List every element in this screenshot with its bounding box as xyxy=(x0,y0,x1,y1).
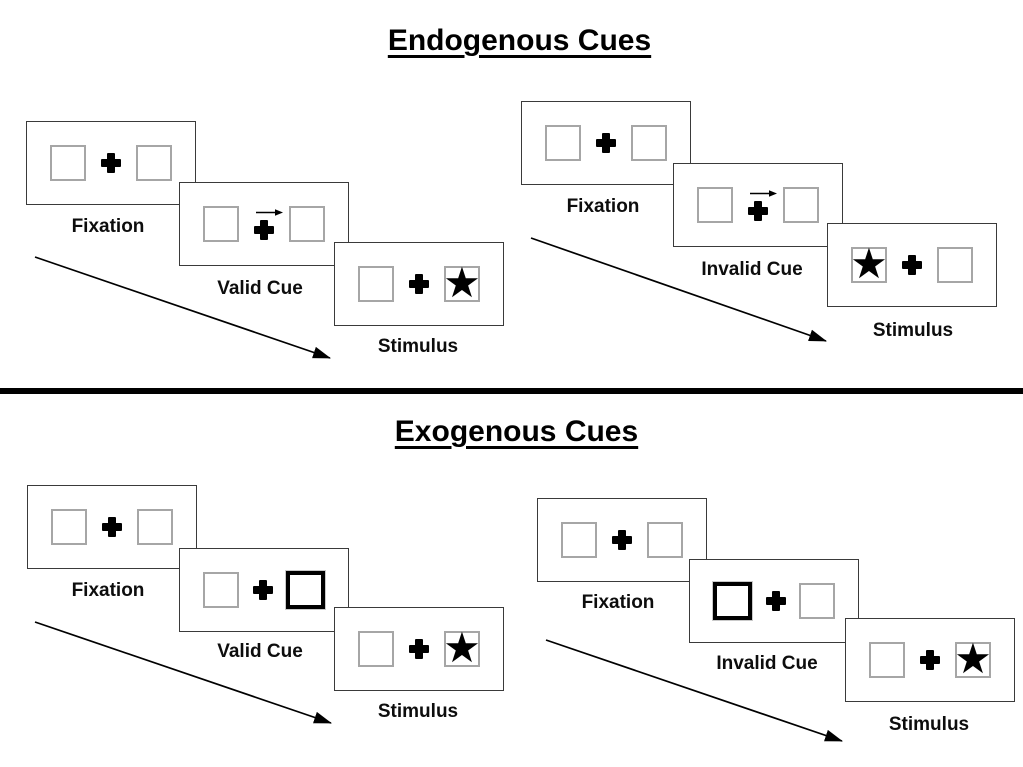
star-stimulus-icon: ★ xyxy=(954,635,992,682)
panel-label-invalid-cue: Invalid Cue xyxy=(716,653,818,674)
right-box xyxy=(799,583,835,619)
section-title-endogenous-text: Endogenous Cues xyxy=(387,24,652,57)
panel-label-valid-cue: Valid Cue xyxy=(217,278,303,299)
cue-cluster xyxy=(740,189,777,221)
panel-label-stimulus: Stimulus xyxy=(377,701,459,722)
right-box xyxy=(136,145,172,181)
left-box xyxy=(203,572,239,608)
left-box-with-star: ★ xyxy=(850,240,888,287)
fixation-panel xyxy=(521,101,691,185)
left-box xyxy=(358,631,394,667)
fixation-cross-icon xyxy=(252,580,273,600)
cue-cluster xyxy=(246,208,283,240)
panel-label-stimulus: Stimulus xyxy=(377,336,459,357)
fixation-cross-icon xyxy=(596,133,616,153)
fixation-cross-icon xyxy=(920,650,940,670)
right-box-cue-highlight xyxy=(285,570,326,610)
panel-label-invalid-cue: Invalid Cue xyxy=(701,259,803,280)
stimulus-panel: ★ xyxy=(334,607,504,691)
cue-arrow-right-icon xyxy=(749,190,777,197)
panel-label-stimulus: Stimulus xyxy=(888,714,970,735)
cue-arrow-right-icon xyxy=(255,209,283,216)
timeline-arrow-exogenous-invalid xyxy=(545,639,843,742)
fixation-cross-icon xyxy=(254,220,274,240)
panel-label-fixation: Fixation xyxy=(566,196,640,217)
fixation-panel xyxy=(27,485,197,569)
timeline-arrow-endogenous-valid xyxy=(34,256,331,359)
panel-label-valid-cue: Valid Cue xyxy=(217,641,303,662)
fixation-cross-icon xyxy=(748,201,768,221)
star-stimulus-icon: ★ xyxy=(443,624,481,671)
star-stimulus-icon: ★ xyxy=(443,259,481,306)
right-box-with-star: ★ xyxy=(954,635,992,682)
left-box xyxy=(203,206,239,242)
fixation-cross-icon xyxy=(765,591,786,611)
fixation-panel xyxy=(26,121,196,205)
section-title-exogenous-text: Exogenous Cues xyxy=(394,415,639,448)
left-box xyxy=(50,145,86,181)
panel-label-stimulus: Stimulus xyxy=(872,320,954,341)
panel-label-fixation: Fixation xyxy=(581,592,655,613)
invalid-cue-panel xyxy=(673,163,843,247)
right-box xyxy=(783,187,819,223)
right-box xyxy=(647,522,683,558)
right-box xyxy=(137,509,173,545)
timeline-arrow-exogenous-valid xyxy=(34,621,332,724)
fixation-cross-icon xyxy=(409,274,429,294)
fixation-cross-icon xyxy=(612,530,632,550)
star-stimulus-icon: ★ xyxy=(850,240,888,287)
left-box xyxy=(545,125,581,161)
panel-label-fixation: Fixation xyxy=(71,580,145,601)
left-box xyxy=(51,509,87,545)
left-box xyxy=(869,642,905,678)
section-divider xyxy=(0,388,1023,394)
right-box-with-star: ★ xyxy=(443,259,481,306)
right-box-with-star: ★ xyxy=(443,624,481,671)
fixation-cross-icon xyxy=(101,153,121,173)
stimulus-panel: ★ xyxy=(827,223,997,307)
stimulus-panel: ★ xyxy=(845,618,1015,702)
left-box xyxy=(561,522,597,558)
invalid-cue-panel xyxy=(689,559,859,643)
right-box xyxy=(937,247,973,283)
left-box xyxy=(697,187,733,223)
valid-cue-panel xyxy=(179,182,349,266)
section-title-endogenous: Endogenous Cues xyxy=(8,24,1023,58)
right-box xyxy=(289,206,325,242)
fixation-cross-icon xyxy=(409,639,429,659)
section-title-exogenous: Exogenous Cues xyxy=(5,415,1023,449)
left-box xyxy=(358,266,394,302)
stimulus-panel: ★ xyxy=(334,242,504,326)
right-box xyxy=(631,125,667,161)
fixation-cross-icon xyxy=(102,517,122,537)
timeline-arrow-endogenous-invalid xyxy=(530,237,827,342)
fixation-cross-icon xyxy=(902,255,922,275)
valid-cue-panel xyxy=(179,548,349,632)
left-box-cue-highlight xyxy=(712,581,753,621)
fixation-panel xyxy=(537,498,707,582)
panel-label-fixation: Fixation xyxy=(71,216,145,237)
